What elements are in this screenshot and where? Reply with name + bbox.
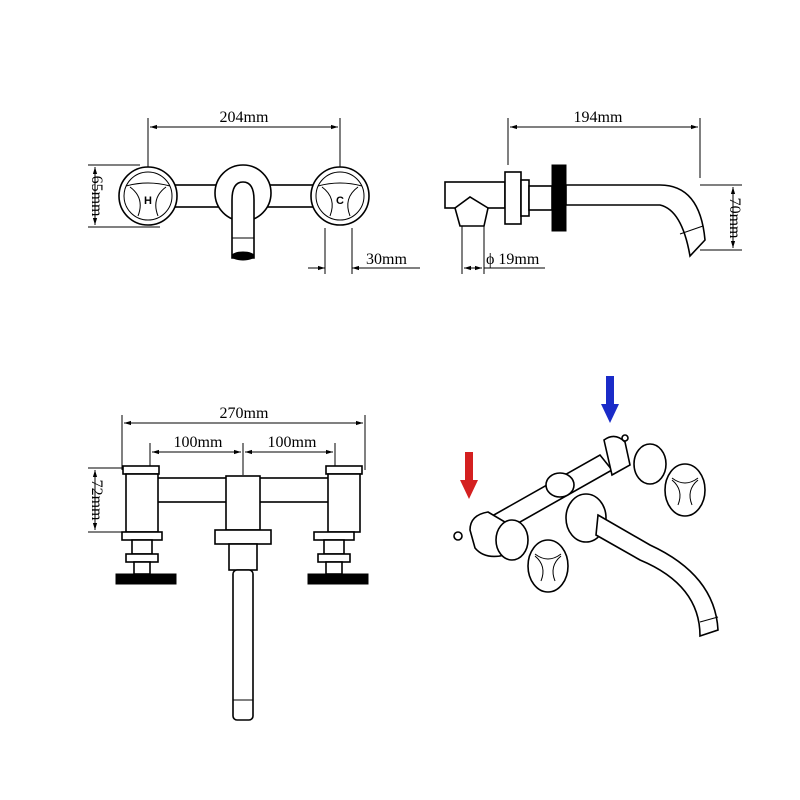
top-height-label: 72mm — [88, 480, 105, 521]
isometric-view — [453, 376, 719, 638]
top-left-spacing-label: 100mm — [174, 434, 223, 451]
top-view: 270mm 100mm 100mm 72mm — [88, 405, 369, 721]
side-diameter-label: ϕ 19mm — [486, 251, 540, 268]
spout-front — [231, 181, 255, 259]
hot-handle: H — [118, 166, 178, 226]
hot-inlet-arrow-icon — [460, 452, 478, 499]
front-view: 204mm 65mm H C 30mm — [88, 109, 420, 274]
hot-label: H — [144, 195, 152, 207]
front-height-label: 65mm — [88, 176, 105, 217]
front-depth-label: 30mm — [366, 251, 407, 268]
side-view: 194mm 70mm ϕ 19mm — [444, 109, 743, 274]
top-width-label: 270mm — [220, 405, 269, 422]
side-length-label: 194mm — [574, 109, 623, 126]
spout-isometric — [595, 513, 719, 638]
front-width-label: 204mm — [220, 109, 269, 126]
cold-inlet-arrow-icon — [601, 376, 619, 423]
cold-label: C — [336, 195, 344, 207]
cold-handle: C — [310, 166, 370, 226]
top-right-spacing-label: 100mm — [268, 434, 317, 451]
side-drop-label: 70mm — [726, 198, 743, 239]
spout-side — [565, 184, 706, 258]
